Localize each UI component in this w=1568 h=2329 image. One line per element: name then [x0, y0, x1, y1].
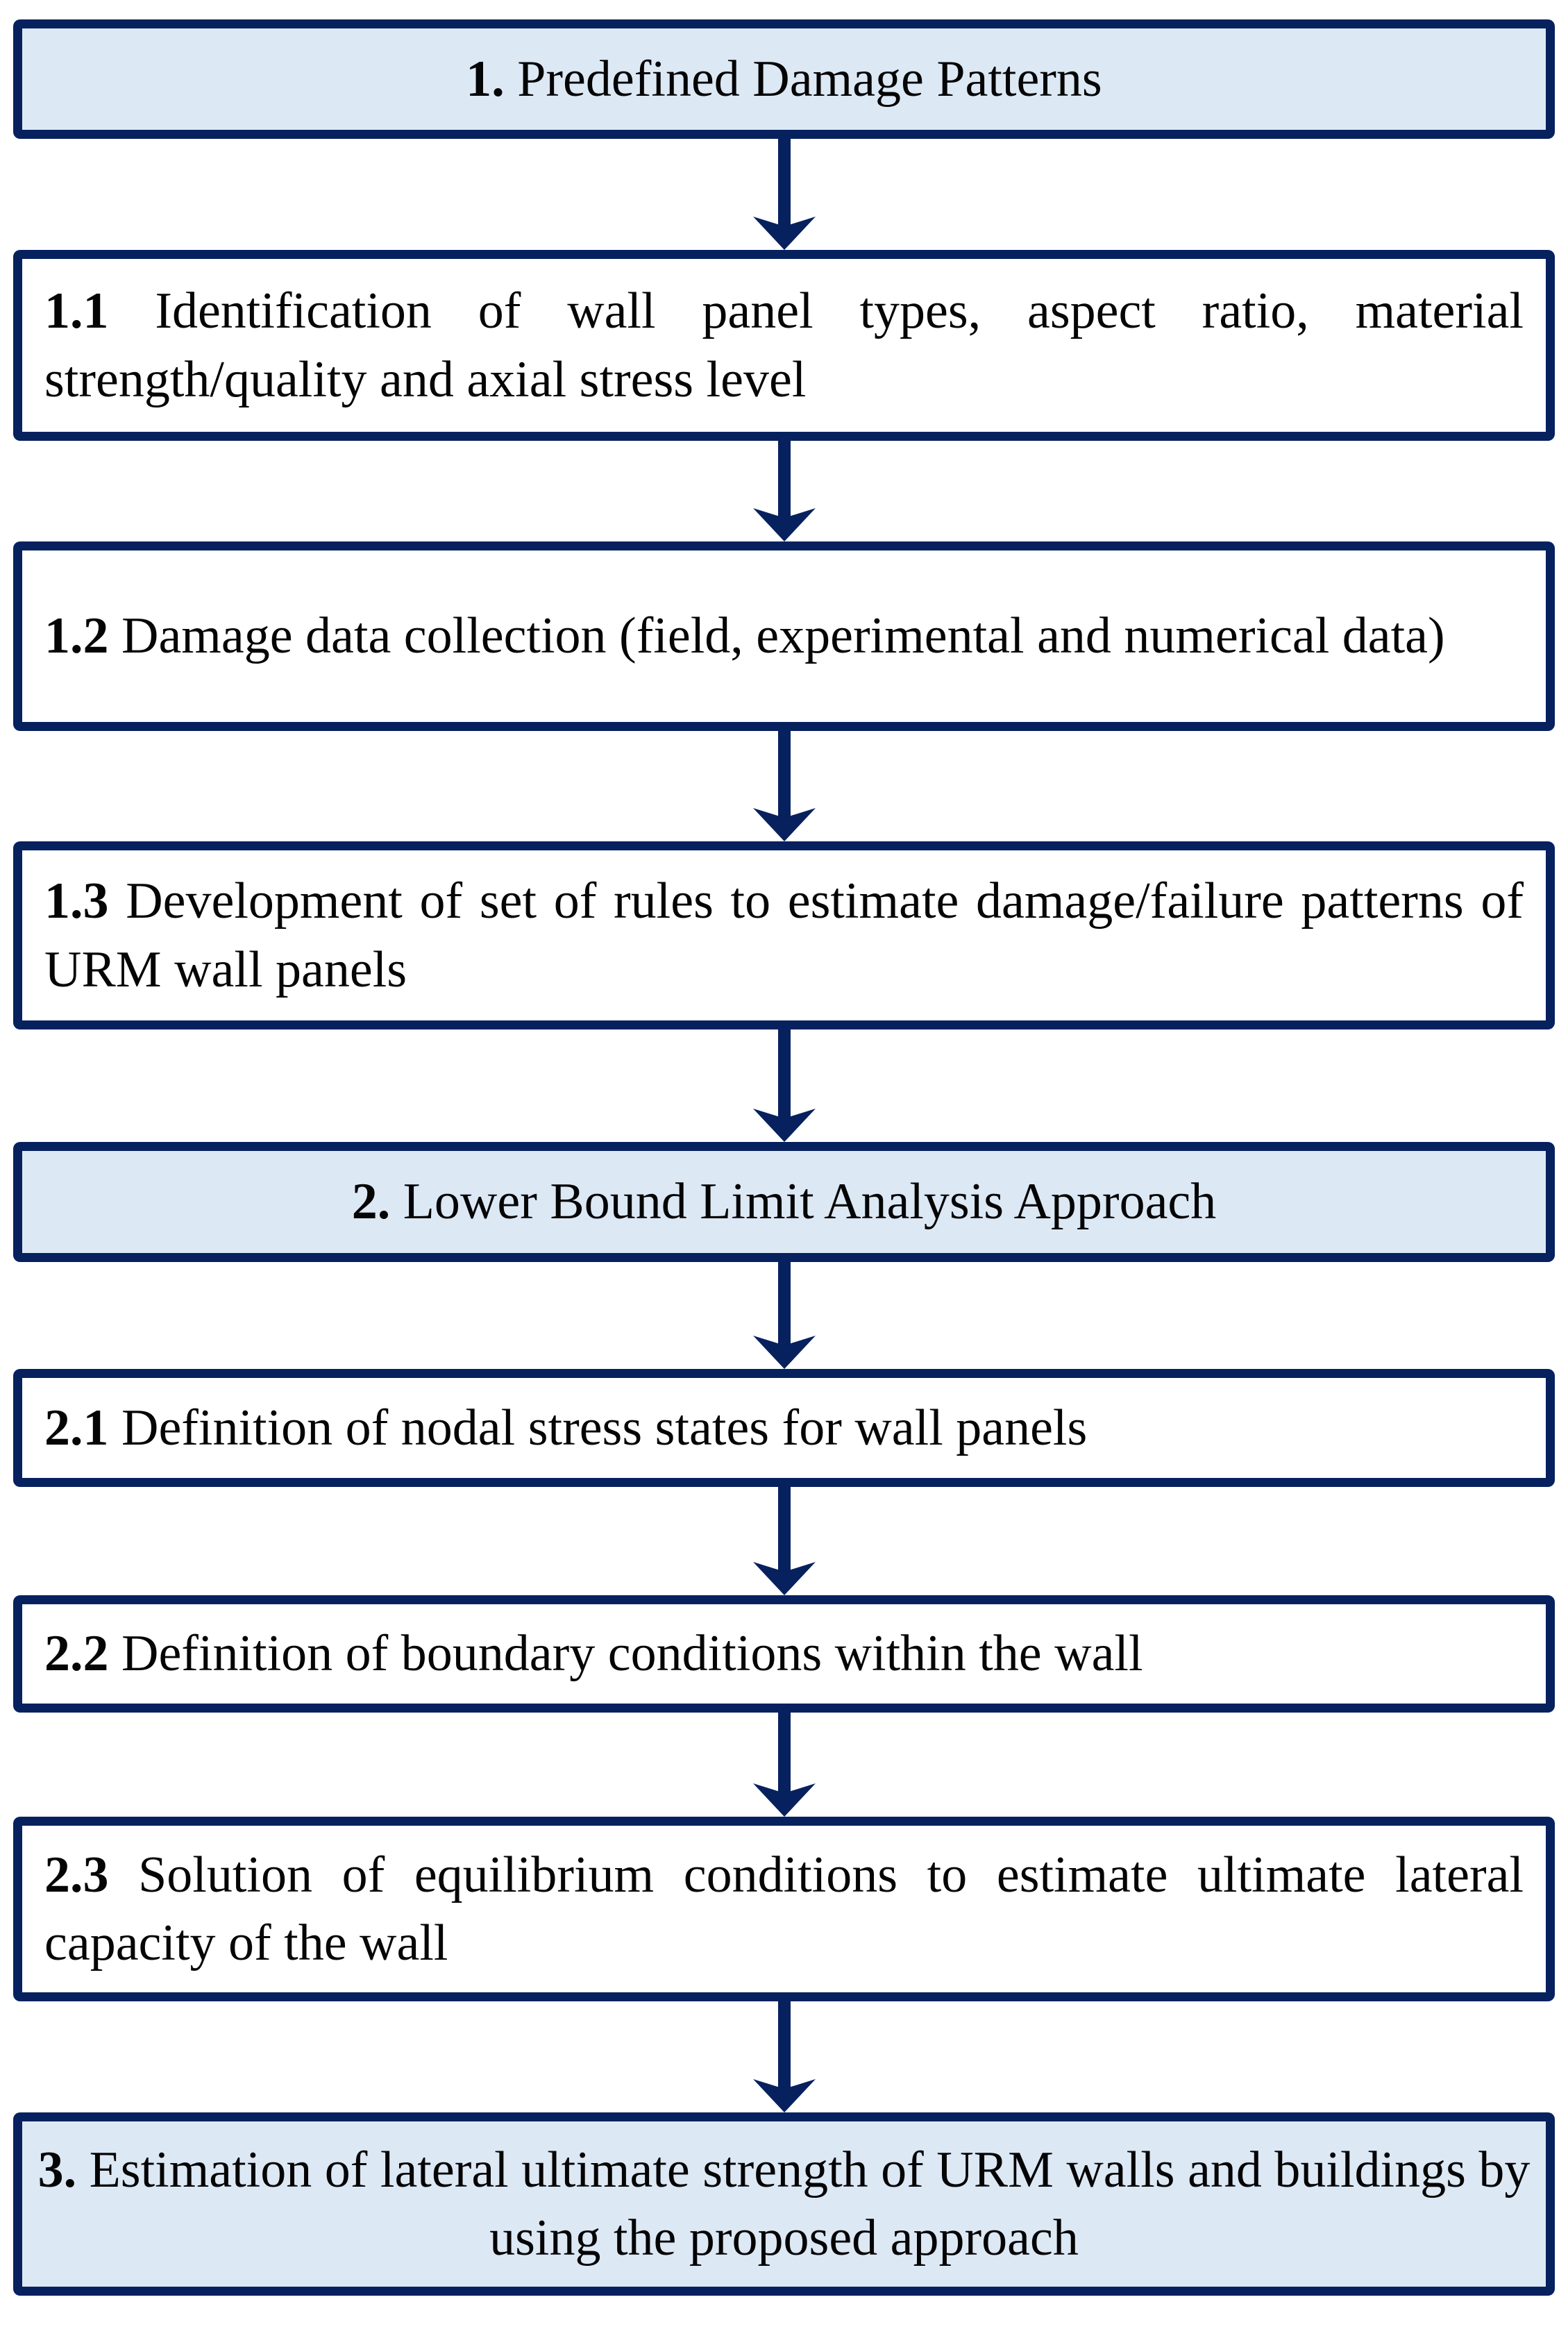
box-text: 3. Estimation of lateral ultimate streng… — [22, 2136, 1546, 2273]
box-text: 2.3 Solution of equilibrium conditions t… — [22, 1841, 1546, 1978]
arrow-down-icon — [13, 139, 1555, 250]
arrow-down-icon — [13, 441, 1555, 541]
step-label: Definition of boundary conditions within… — [121, 1625, 1143, 1683]
step-number: 1.3 — [44, 873, 109, 930]
arrow-head-icon — [752, 508, 816, 541]
arrow-head-icon — [752, 1783, 816, 1817]
arrow-stem — [777, 1713, 791, 1801]
box-text: 2. Lower Bound Limit Analysis Approach — [22, 1168, 1546, 1236]
arrow-down-icon — [13, 1713, 1555, 1817]
flow-box-2-1-nodal-stress-states: 2.1 Definition of nodal stress states fo… — [13, 1369, 1555, 1487]
flow-box-1-3-development-of-rules: 1.3 Development of set of rules to estim… — [13, 841, 1555, 1029]
arrow-head-icon — [752, 808, 816, 841]
arrow-head-icon — [752, 2079, 816, 2112]
step-label: Solution of equilibrium conditions to es… — [44, 1846, 1524, 1971]
arrow-head-icon — [752, 1109, 816, 1142]
arrow-down-icon — [13, 1029, 1555, 1142]
box-text: 1.3 Development of set of rules to estim… — [22, 867, 1546, 1004]
arrow-head-icon — [752, 1336, 816, 1369]
box-text: 2.1 Definition of nodal stress states fo… — [22, 1394, 1546, 1462]
arrow-down-icon — [13, 1262, 1555, 1369]
step-number: 2.1 — [44, 1399, 109, 1456]
arrow-stem — [777, 1029, 791, 1127]
step-label: Identification of wall panel types, aspe… — [44, 283, 1524, 408]
step-number: 1.2 — [44, 607, 109, 665]
arrow-stem — [777, 1262, 791, 1354]
arrow-down-icon — [13, 731, 1555, 841]
box-text: 2.2 Definition of boundary conditions wi… — [22, 1620, 1546, 1688]
flow-box-2-lower-bound-limit-analysis: 2. Lower Bound Limit Analysis Approach — [13, 1142, 1555, 1262]
step-label: Lower Bound Limit Analysis Approach — [403, 1173, 1217, 1231]
arrow-stem — [777, 2001, 791, 2097]
step-label: Development of set of rules to estimate … — [44, 873, 1524, 998]
flow-box-1-2-damage-data-collection: 1.2 Damage data collection (field, exper… — [13, 541, 1555, 731]
arrow-down-icon — [13, 1487, 1555, 1595]
box-text: 1.1 Identification of wall panel types, … — [22, 277, 1546, 414]
step-label: Estimation of lateral ultimate strength … — [89, 2141, 1531, 2267]
box-text: 1. Predefined Damage Patterns — [22, 45, 1546, 113]
flow-box-2-2-boundary-conditions: 2.2 Definition of boundary conditions wi… — [13, 1595, 1555, 1713]
flow-box-1-1-identification: 1.1 Identification of wall panel types, … — [13, 250, 1555, 441]
flow-box-2-3-solution-of-equilibrium: 2.3 Solution of equilibrium conditions t… — [13, 1817, 1555, 2001]
arrow-stem — [777, 139, 791, 235]
arrow-stem — [777, 1487, 791, 1580]
flow-box-1-predefined-damage-patterns: 1. Predefined Damage Patterns — [13, 19, 1555, 139]
step-number: 1.1 — [44, 283, 109, 340]
arrow-stem — [777, 441, 791, 526]
step-number: 2.3 — [44, 1846, 109, 1903]
arrow-stem — [777, 731, 791, 826]
flow-box-3-estimation-of-lateral-strength: 3. Estimation of lateral ultimate streng… — [13, 2112, 1555, 2296]
step-number: 3. — [37, 2141, 77, 2198]
step-label: Damage data collection (field, experimen… — [121, 607, 1445, 665]
arrow-head-icon — [752, 1562, 816, 1595]
arrow-down-icon — [13, 2001, 1555, 2112]
step-number: 1. — [466, 50, 505, 108]
step-number: 2.2 — [44, 1625, 109, 1683]
step-number: 2. — [351, 1173, 391, 1231]
step-label: Definition of nodal stress states for wa… — [121, 1399, 1088, 1456]
box-text: 1.2 Damage data collection (field, exper… — [22, 602, 1546, 670]
arrow-head-icon — [752, 217, 816, 250]
step-label: Predefined Damage Patterns — [517, 50, 1102, 108]
